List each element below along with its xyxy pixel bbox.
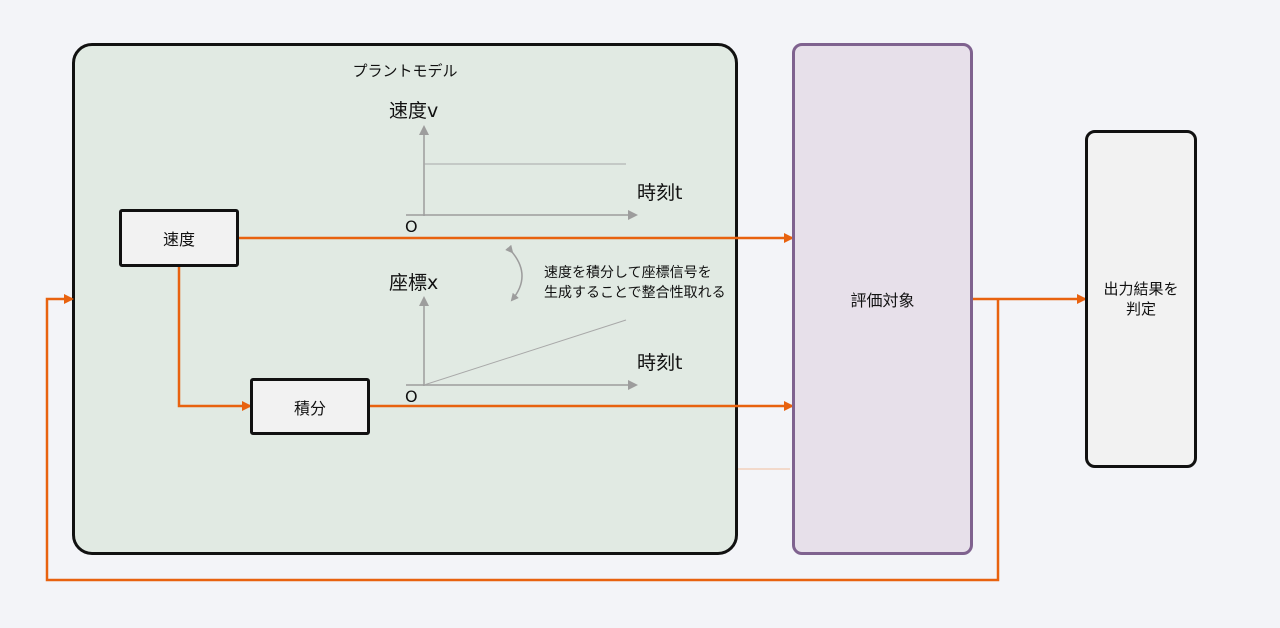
result-judgement-block: 出力結果を 判定 bbox=[1085, 130, 1197, 468]
consistency-note-line2: 生成することで整合性取れる bbox=[544, 285, 726, 301]
arrow-speed-to-integral bbox=[177, 267, 252, 411]
integral-block: 積分 bbox=[250, 378, 370, 435]
top-graph-x-label: 時刻t bbox=[637, 182, 683, 204]
consistency-note-line1: 速度を積分して座標信号を bbox=[544, 265, 712, 281]
consistency-curved-arrow bbox=[505, 244, 523, 302]
evaluation-target-block: 評価対象 bbox=[792, 43, 973, 555]
evaluation-target-label: 評価対象 bbox=[850, 291, 915, 310]
result-label-line1: 出力結果を bbox=[1103, 280, 1179, 298]
bottom-graph-x-label: 時刻t bbox=[637, 352, 683, 374]
bottom-graph-position-line bbox=[423, 319, 627, 386]
result-judgement-label: 出力結果を 判定 bbox=[1103, 279, 1178, 319]
feedback-loop-arrow bbox=[45, 294, 1000, 582]
speed-block-label: 速度 bbox=[162, 230, 195, 249]
bottom-graph-origin: O bbox=[405, 387, 418, 406]
plant-model-title: プラントモデル bbox=[352, 62, 458, 80]
bottom-graph-y-label: 座標x bbox=[389, 272, 439, 294]
plant-model-container: プラントモデル bbox=[72, 43, 738, 555]
speed-block: 速度 bbox=[119, 209, 239, 267]
top-graph-y-label: 速度v bbox=[389, 100, 439, 122]
result-label-line2: 判定 bbox=[1125, 300, 1156, 318]
consistency-note: 速度を積分して座標信号を 生成することで整合性取れる bbox=[544, 263, 726, 303]
top-graph-origin: O bbox=[405, 217, 418, 236]
integral-block-label: 積分 bbox=[293, 398, 326, 418]
